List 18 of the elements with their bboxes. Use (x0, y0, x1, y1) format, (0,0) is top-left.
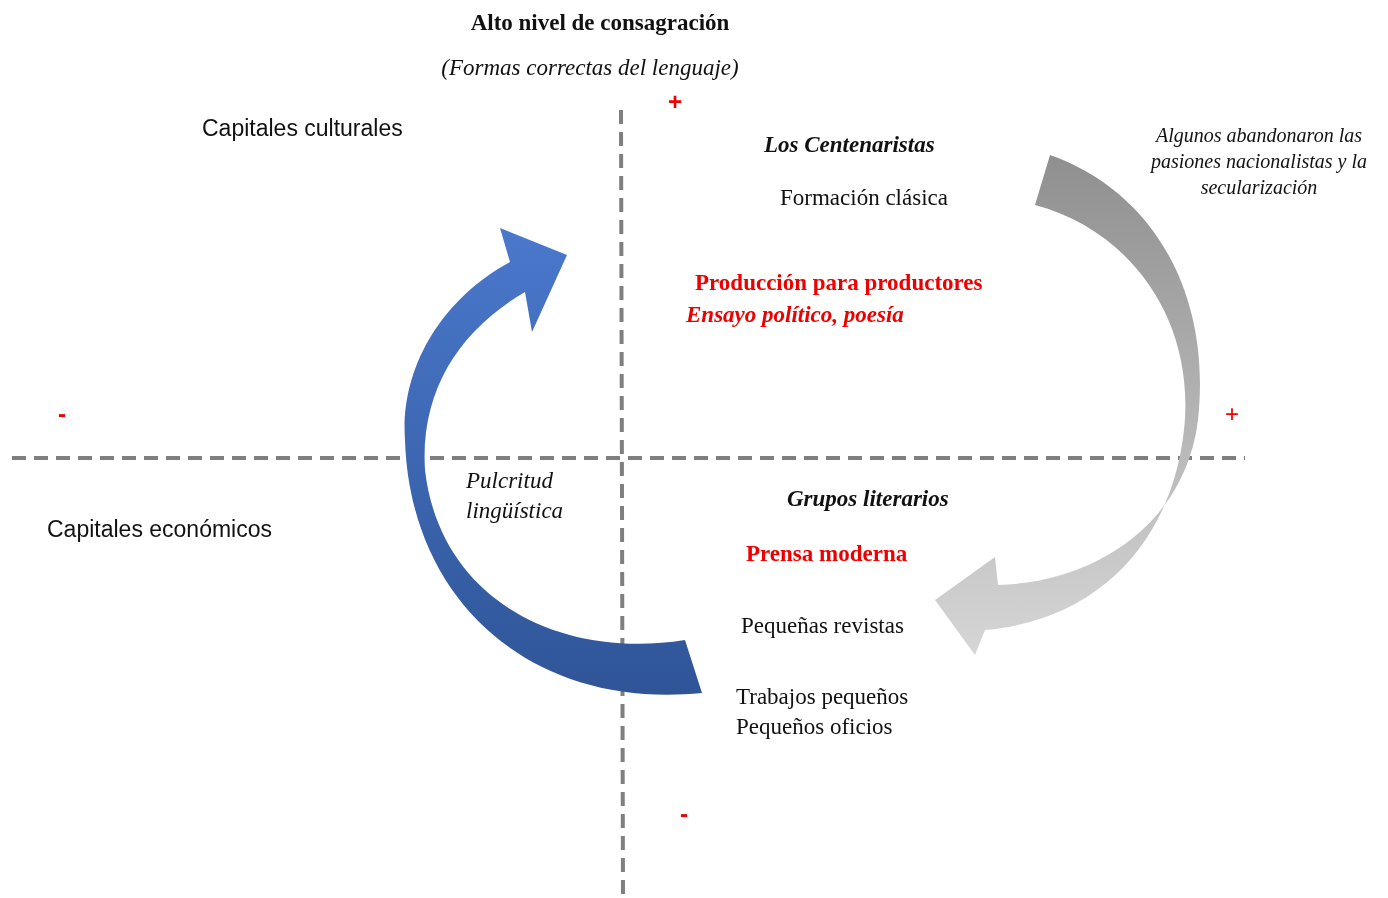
heading: Alto nivel de consagración (469, 9, 731, 37)
group-heading: Grupos literarios (787, 485, 949, 513)
group-heading: Los Centenaristas (764, 131, 935, 159)
annotation-text: Pulcritud lingüística (466, 467, 565, 525)
annotation-text: Algunos abandonaron las pasiones nacionalistas y la secularización (1149, 123, 1369, 200)
item-text: Formación clásica (780, 184, 948, 212)
minus-sign: - (680, 799, 688, 829)
item-text: Pequeñas revistas (741, 612, 904, 640)
highlight-text: Ensayo político, poesía (686, 301, 904, 329)
axis-label: Capitales culturales (202, 114, 403, 143)
highlight-text: Prensa moderna (746, 540, 908, 568)
plus-sign: + (668, 87, 682, 117)
minus-sign: - (58, 399, 66, 429)
item-text: Trabajos pequeños Pequeños oficios (736, 683, 910, 741)
plus-sign: + (1225, 399, 1239, 429)
subheading: (Formas correctas del lenguaje) (440, 54, 740, 82)
axis-label: Capitales económicos (47, 515, 272, 544)
highlight-text: Producción para productores (695, 269, 983, 297)
